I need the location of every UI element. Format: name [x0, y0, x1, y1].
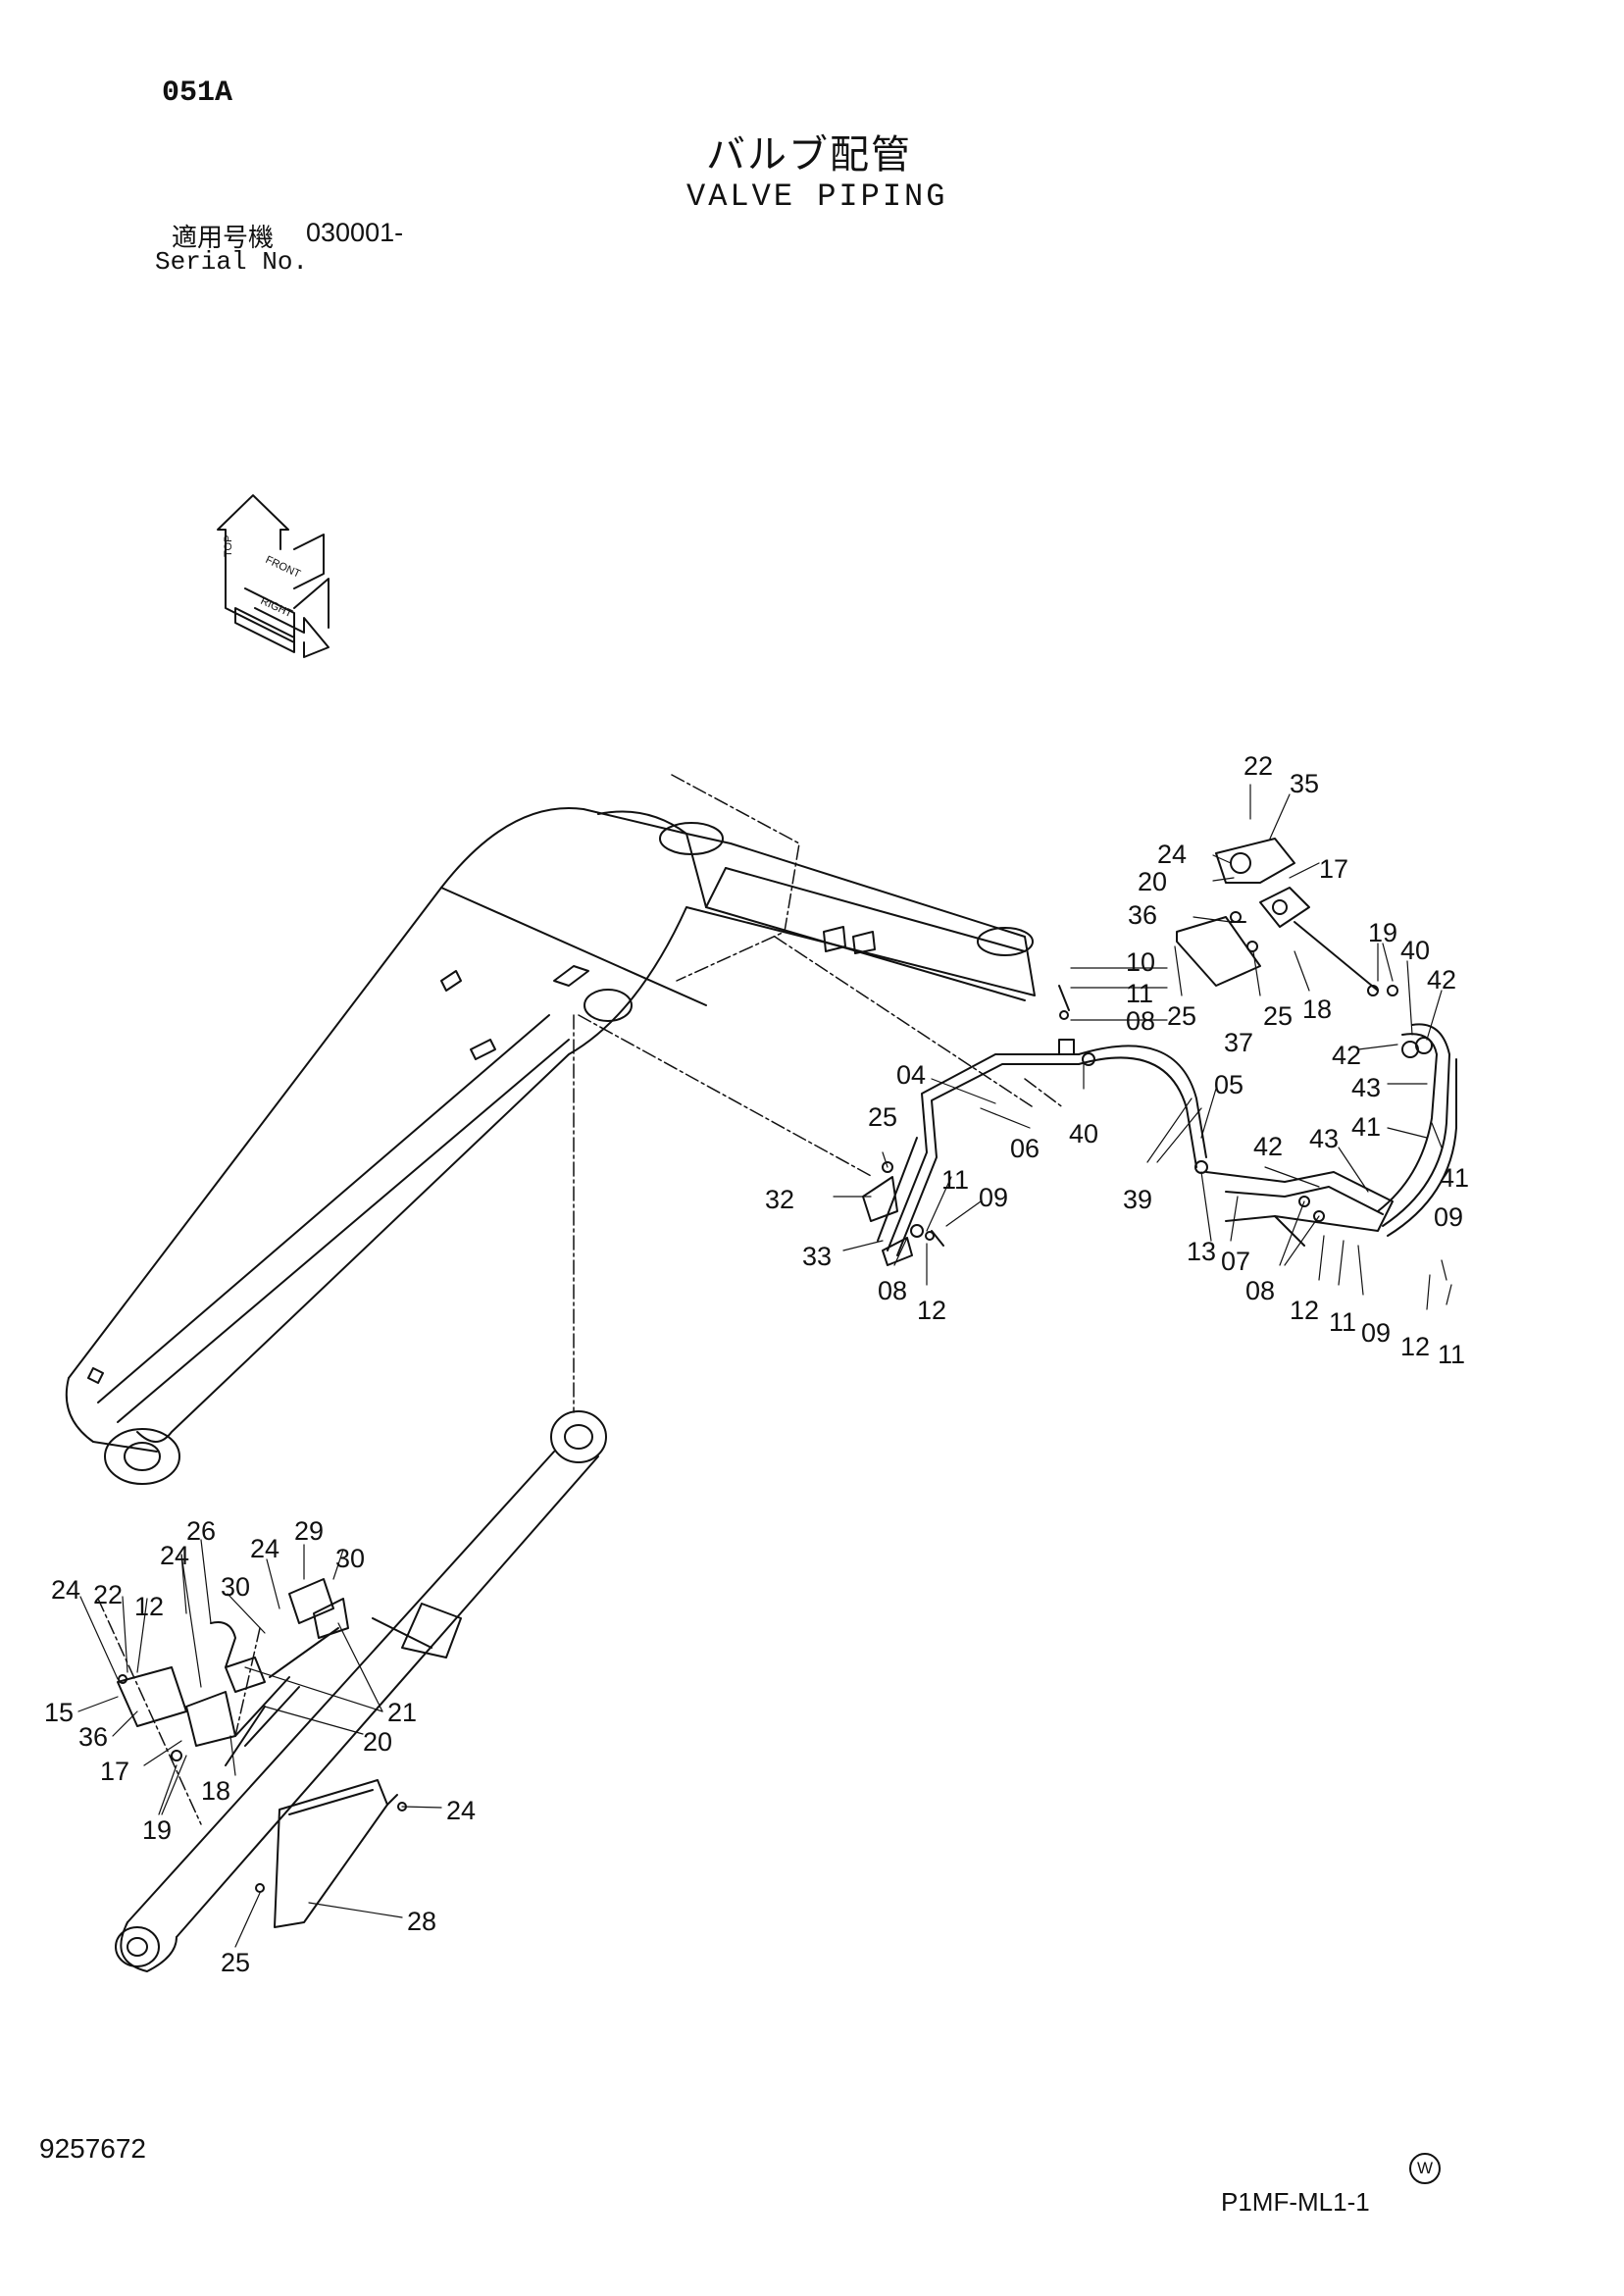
callout-label: 25: [868, 1102, 897, 1132]
callout-label: 11: [1329, 1307, 1356, 1337]
callout-label: 42: [1332, 1041, 1361, 1070]
callout-label: 41: [1440, 1163, 1469, 1193]
w-mark: W: [1409, 2153, 1441, 2184]
orientation-icon: TOP FRONT RIGHT: [217, 494, 330, 658]
callout-label: 18: [1302, 995, 1332, 1024]
callout-label: 12: [917, 1296, 946, 1325]
page-code: 051A: [162, 77, 233, 110]
callout-label: 15: [44, 1698, 74, 1727]
callout-label: 08: [1126, 1006, 1155, 1036]
orientation-label-top: TOP: [223, 536, 234, 557]
callout-label: 36: [1128, 900, 1157, 930]
callout-label: 12: [1290, 1296, 1319, 1325]
callout-label: 30: [221, 1572, 250, 1602]
cylinder-assembly: [115, 1410, 607, 1972]
callout-label: 24: [250, 1534, 279, 1563]
callout-label: 20: [363, 1727, 392, 1757]
title-japanese: バルブ配管: [706, 132, 912, 178]
callout-label: 11: [1438, 1340, 1465, 1369]
callout-label: 26: [186, 1516, 216, 1546]
callout-label: 19: [142, 1815, 172, 1845]
callout-label: 19: [1368, 918, 1397, 947]
orientation-label-right: RIGHT: [259, 595, 294, 620]
callout-label: 08: [878, 1276, 907, 1305]
callout-label: 41: [1351, 1112, 1381, 1142]
callout-label: 32: [765, 1185, 794, 1214]
pipe-assembly-left: [862, 985, 1080, 1266]
callout-label: 24: [51, 1575, 80, 1605]
orientation-label-front: FRONT: [264, 554, 303, 581]
callout-label: 37: [1224, 1028, 1253, 1057]
pipe-assembly-right: [1205, 1023, 1457, 1247]
callout-label: 33: [802, 1242, 832, 1271]
boom-outline: [65, 807, 1036, 1485]
callout-label: 39: [1123, 1185, 1152, 1214]
callout-label: 11: [941, 1165, 969, 1195]
assembly-lines: [97, 774, 1065, 1825]
valve-bracket-top: [1176, 838, 1398, 996]
callout-label: 21: [387, 1698, 417, 1727]
hose-assembly: [1078, 1045, 1208, 1174]
callout-label: 25: [1263, 1001, 1293, 1031]
callout-label: 09: [1361, 1318, 1391, 1348]
callout-label: 24: [446, 1796, 476, 1825]
callout-label: 24: [160, 1541, 189, 1570]
title-english: VALVE PIPING: [686, 179, 948, 215]
callout-label: 28: [407, 1907, 436, 1936]
callout-label: 25: [221, 1948, 250, 1977]
callout-label: 29: [294, 1516, 324, 1546]
callout-label: 18: [201, 1776, 230, 1806]
callout-label: 20: [1138, 867, 1167, 896]
callout-label: 09: [979, 1183, 1008, 1212]
callout-label: 13: [1187, 1237, 1216, 1266]
document-number: 9257672: [39, 2133, 147, 2164]
callout-label: 25: [1167, 1001, 1196, 1031]
callout-label: 42: [1427, 965, 1456, 995]
callout-label: 12: [1400, 1332, 1430, 1361]
callout-label: 11: [1126, 979, 1153, 1008]
callout-label: 42: [1253, 1132, 1283, 1161]
serial-label-japanese: 適用号機: [172, 224, 275, 253]
callout-label: 36: [78, 1722, 108, 1752]
serial-label-english: Serial No.: [155, 247, 309, 277]
callout-label: 35: [1290, 769, 1319, 798]
sheet-code: P1MF-ML1-1: [1221, 2187, 1370, 2217]
callout-label: 07: [1221, 1247, 1250, 1276]
callout-labels: 22 35 24 20 17 36 19 40 42 10 11 08 25 3…: [44, 751, 1469, 1977]
callout-label: 17: [1319, 854, 1348, 884]
callout-label: 04: [896, 1060, 926, 1090]
callout-label: 06: [1010, 1134, 1040, 1163]
callout-label: 40: [1069, 1119, 1098, 1148]
callout-label: 22: [93, 1580, 123, 1609]
callout-label: 30: [335, 1544, 365, 1573]
serial-value: 030001-: [306, 218, 404, 247]
callout-label: 09: [1434, 1202, 1463, 1232]
cylinder-fittings: [117, 1578, 349, 1766]
callout-label: 08: [1245, 1276, 1275, 1305]
callout-label: 40: [1400, 936, 1430, 965]
callout-label: 43: [1309, 1124, 1339, 1153]
callout-label: 24: [1157, 840, 1187, 869]
callout-label: 43: [1351, 1073, 1381, 1102]
leader-lines: [77, 784, 1452, 1948]
callout-label: 10: [1126, 947, 1155, 977]
guard-plate: [255, 1779, 407, 1928]
callout-label: 12: [134, 1592, 164, 1621]
callout-label: 05: [1214, 1070, 1243, 1099]
callout-label: 17: [100, 1757, 129, 1786]
callout-label: 22: [1243, 751, 1273, 781]
